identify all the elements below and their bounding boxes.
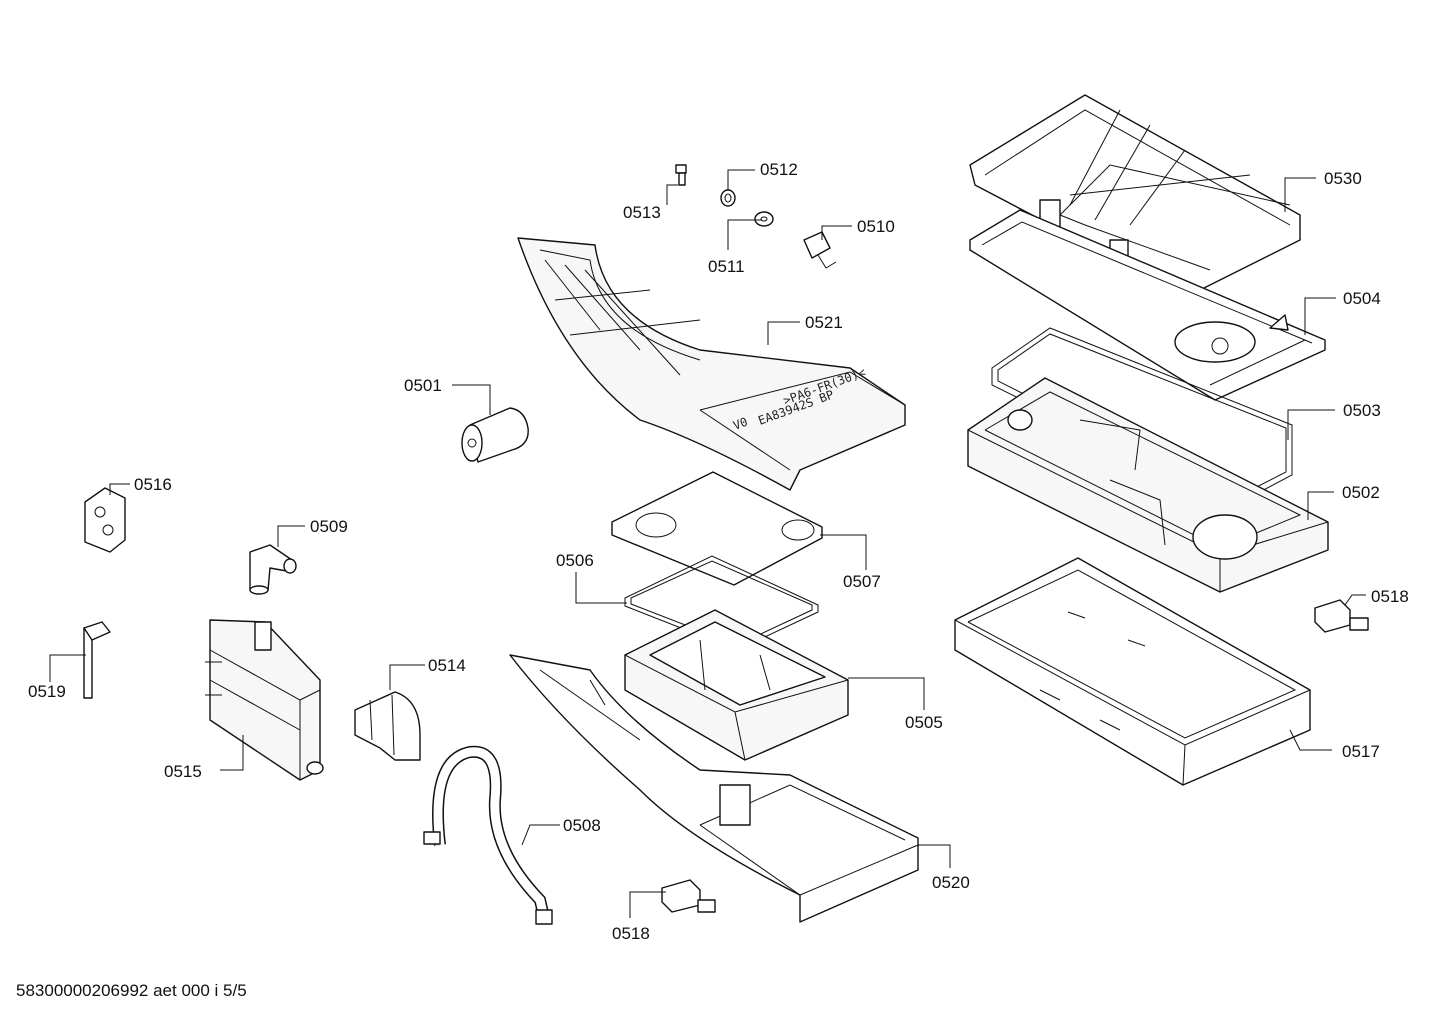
callout-0518-bottom: 0518 bbox=[612, 924, 650, 943]
callout-0507: 0507 bbox=[843, 572, 881, 591]
part-0511-washer bbox=[754, 211, 774, 227]
part-0505-housing bbox=[624, 609, 849, 761]
svg-text:V0: V0 bbox=[731, 415, 749, 433]
part-0509-elbow bbox=[249, 544, 297, 595]
part-0517-drawer-housing bbox=[954, 557, 1311, 786]
part-0506-gasket bbox=[624, 555, 819, 651]
part-0518-connector-right bbox=[1314, 599, 1369, 633]
callout-0514: 0514 bbox=[428, 656, 466, 675]
leader-0508 bbox=[521, 824, 560, 846]
leader-0510 bbox=[821, 225, 852, 240]
leader-0506 bbox=[575, 572, 627, 604]
callout-0518-right: 0518 bbox=[1371, 587, 1409, 606]
leader-0501 bbox=[452, 384, 491, 415]
part-0518-connector-bottom bbox=[661, 879, 716, 913]
leader-0518-right bbox=[1344, 594, 1366, 606]
part-0513-screw bbox=[675, 164, 687, 186]
leader-0530 bbox=[1284, 177, 1316, 212]
callout-0503: 0503 bbox=[1343, 401, 1381, 420]
callout-0509: 0509 bbox=[310, 517, 348, 536]
part-0516-valve bbox=[84, 487, 126, 553]
leader-0515 bbox=[220, 735, 244, 771]
callout-0519: 0520 bbox=[932, 873, 970, 892]
part-0520-key bbox=[83, 621, 111, 699]
leader-0509 bbox=[277, 525, 305, 547]
part-0502-tray bbox=[967, 377, 1329, 593]
callout-0521: 0521 bbox=[805, 313, 843, 332]
callout-0517: 0517 bbox=[1342, 742, 1380, 761]
part-0501-motor bbox=[461, 407, 529, 463]
part-0507-lid bbox=[611, 471, 823, 586]
leader-0502 bbox=[1307, 491, 1334, 520]
leader-0504 bbox=[1304, 297, 1336, 335]
leader-0512 bbox=[727, 169, 755, 190]
part-0508-hose bbox=[423, 745, 553, 925]
callout-0508: 0508 bbox=[563, 816, 601, 835]
part-0503-gasket bbox=[991, 327, 1293, 506]
leader-0503 bbox=[1287, 409, 1335, 440]
part-0521-duct: V0 EA83942S BP >PA6-FR(30)< bbox=[517, 237, 906, 491]
leader-0507 bbox=[820, 534, 867, 570]
leader-0520 bbox=[49, 654, 86, 682]
leader-0511 bbox=[727, 219, 762, 250]
callout-0505: 0505 bbox=[905, 713, 943, 732]
callout-0510: 0510 bbox=[857, 217, 895, 236]
part-0519-drawer bbox=[509, 654, 919, 923]
callout-0501: 0501 bbox=[404, 376, 442, 395]
leader-0518-bottom bbox=[629, 891, 666, 918]
callout-0515: 0515 bbox=[164, 762, 202, 781]
callout-0516: 0516 bbox=[134, 475, 172, 494]
callout-0506: 0506 bbox=[556, 551, 594, 570]
leader-0516 bbox=[109, 483, 130, 495]
leader-0513 bbox=[666, 184, 678, 205]
part-0504-cover-plate bbox=[969, 209, 1326, 401]
leader-0521 bbox=[767, 321, 800, 345]
part-0515-pump-block bbox=[205, 619, 324, 781]
part-0510-bushing bbox=[803, 231, 837, 269]
drawing-id: 58300000206992 aet 000 i 5/5 bbox=[16, 981, 247, 1000]
leader-0514 bbox=[389, 664, 425, 690]
callout-0502: 0502 bbox=[1342, 483, 1380, 502]
callout-0504: 0504 bbox=[1343, 289, 1381, 308]
leader-0505 bbox=[848, 677, 925, 710]
part-0512-spring bbox=[720, 189, 736, 207]
callout-0511: 0511 bbox=[708, 257, 745, 276]
callout-0513: 0513 bbox=[623, 203, 661, 222]
callout-0512: 0512 bbox=[760, 160, 798, 179]
part-0514-bracket bbox=[354, 691, 421, 761]
leader-0517 bbox=[1289, 729, 1332, 751]
callout-0530: 0530 bbox=[1324, 169, 1362, 188]
leader-0519 bbox=[918, 844, 951, 868]
callout-0520: 0519 bbox=[28, 682, 66, 701]
